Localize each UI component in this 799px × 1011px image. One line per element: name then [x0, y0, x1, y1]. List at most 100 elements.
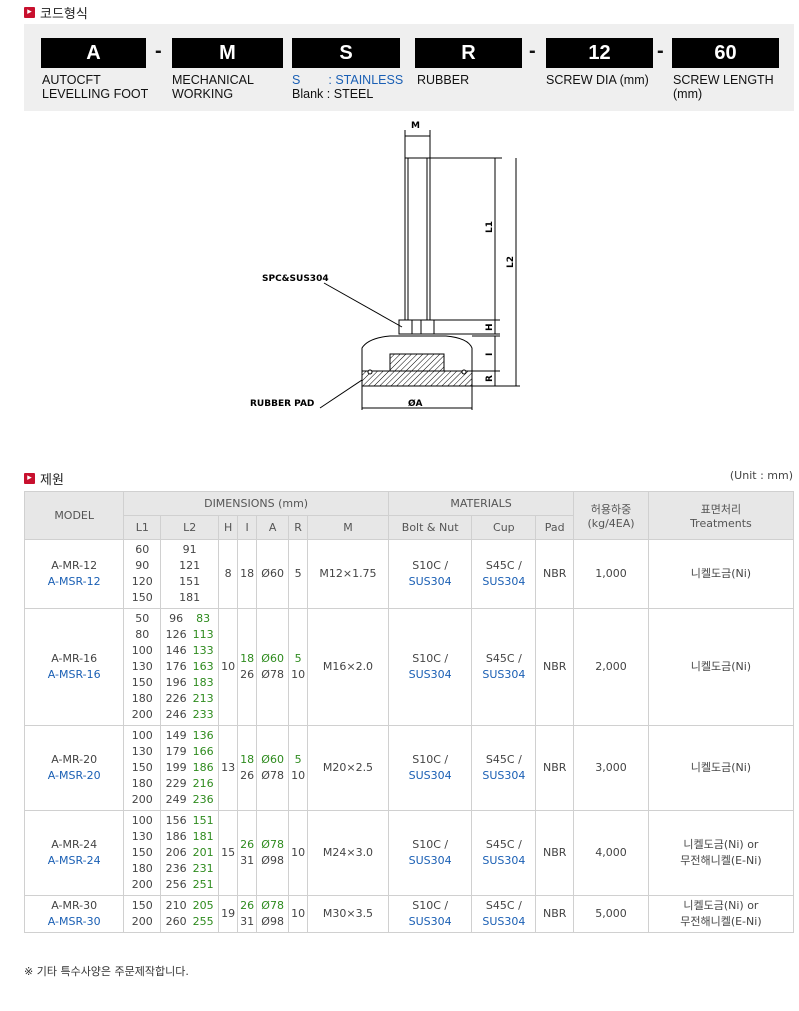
header-r: R [288, 515, 309, 540]
code-dash: - [529, 40, 536, 62]
m-cell: M30×3.5 [307, 895, 389, 933]
code-desc-length: SCREW LENGTH (mm) [673, 73, 774, 101]
code-box-s: S [292, 38, 400, 68]
label-rubber-pad: RUBBER PAD [250, 399, 314, 409]
pad-cell: NBR [535, 810, 575, 896]
load-cell: 3,000 [573, 725, 649, 811]
code-desc-a: AUTOCFT LEVELLING FOOT [42, 73, 149, 101]
header-l2: L2 [160, 515, 220, 540]
pad-cell: NBR [535, 608, 575, 726]
unit-label: (Unit : mm) [729, 469, 793, 482]
a-cell: Ø60 [256, 539, 290, 609]
h-cell: 19 [218, 895, 239, 933]
pad-cell: NBR [535, 725, 575, 811]
pad-cell: NBR [535, 895, 575, 933]
bolt-cell: S10C /SUS304 [387, 810, 473, 896]
cup-cell: S45C /SUS304 [471, 895, 537, 933]
label-a: ØA [408, 398, 422, 409]
header-i: I [237, 515, 258, 540]
bolt-cell: S10C /SUS304 [387, 608, 473, 726]
spec-table: MODEL DIMENSIONS (mm) MATERIALS 허용하중(kg/… [23, 491, 795, 933]
i-cell: 18 [237, 539, 258, 609]
header-bolt: Bolt & Nut [387, 515, 473, 540]
h-cell: 15 [218, 810, 239, 896]
header-materials: MATERIALS [387, 491, 575, 516]
footnote: ※ 기타 특수사양은 주문제작합니다. [24, 965, 189, 978]
spec-title: ▸ 제원 [24, 469, 64, 488]
header-dimensions: DIMENSIONS (mm) [123, 491, 389, 516]
code-format-title: ▸ 코드형식 [24, 3, 88, 22]
treatment-cell: 니켈도금(Ni) [647, 725, 795, 811]
code-box-m: M [172, 38, 283, 68]
bolt-cell: S10C /SUS304 [387, 725, 473, 811]
h-cell: 13 [218, 725, 239, 811]
load-cell: 2,000 [573, 608, 649, 726]
code-dash: - [657, 40, 664, 62]
code-format-box: A - M S R - 12 - 60 AUTOCFT LEVELLING FO… [24, 24, 794, 111]
code-desc-dia: SCREW DIA (mm) [546, 73, 649, 87]
cup-cell: S45C /SUS304 [471, 725, 537, 811]
header-model: MODEL [23, 491, 125, 540]
label-i: I [485, 353, 495, 356]
r-cell: 10 [288, 895, 309, 933]
m-cell: M16×2.0 [307, 608, 389, 726]
code-box-length: 60 [672, 38, 779, 68]
bolt-cell: S10C /SUS304 [387, 539, 473, 609]
bolt-cell: S10C /SUS304 [387, 895, 473, 933]
load-cell: 4,000 [573, 810, 649, 896]
levelling-foot-diagram: M L1 L2 H I R ØA SPC&SUS304 RUBBER PAD [250, 121, 520, 410]
label-m: M [411, 121, 420, 131]
cup-cell: S45C /SUS304 [471, 539, 537, 609]
load-cell: 1,000 [573, 539, 649, 609]
header-h: H [218, 515, 239, 540]
label-l1: L1 [485, 221, 495, 233]
m-cell: M20×2.5 [307, 725, 389, 811]
label-l2: L2 [506, 256, 516, 268]
r-cell: 5 [288, 539, 309, 609]
load-cell: 5,000 [573, 895, 649, 933]
code-dash: - [155, 40, 162, 62]
code-desc-m: MECHANICAL WORKING [172, 73, 254, 101]
header-load: 허용하중(kg/4EA) [573, 491, 649, 540]
m-cell: M24×3.0 [307, 810, 389, 896]
m-cell: M12×1.75 [307, 539, 389, 609]
header-cup: Cup [471, 515, 537, 540]
code-desc-r: RUBBER [417, 73, 470, 87]
treatment-cell: 니켈도금(Ni) [647, 539, 795, 609]
h-cell: 10 [218, 608, 239, 726]
code-box-r: R [415, 38, 522, 68]
pad-cell: NBR [535, 539, 575, 609]
label-spc: SPC&SUS304 [262, 274, 329, 284]
label-h: H [485, 323, 495, 331]
spec-title-text: 제원 [40, 473, 64, 488]
code-box-a: A [41, 38, 146, 68]
